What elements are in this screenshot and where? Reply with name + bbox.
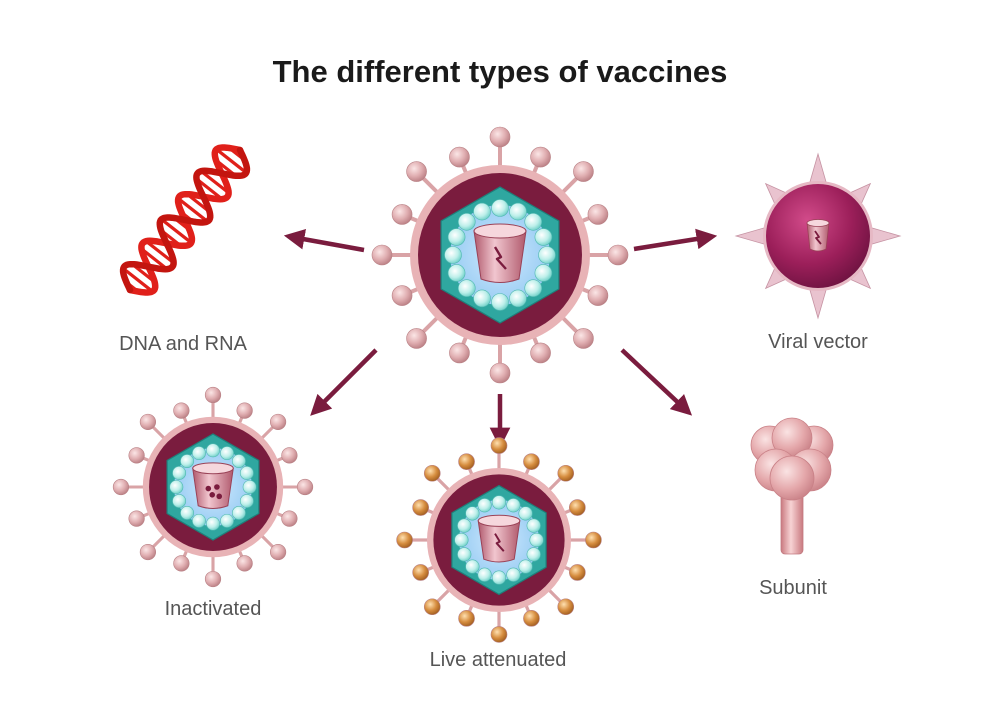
diagram-title: The different types of vaccines [273, 54, 728, 89]
label-dna-and-rna: DNA and RNA [119, 333, 247, 355]
arrows [283, 228, 718, 449]
label-live-attenuated: Live attenuated [430, 649, 567, 671]
label-inactivated: Inactivated [165, 598, 262, 620]
arrow-to-viral-vector [633, 228, 718, 252]
arrow-to-subunit [620, 348, 693, 416]
label-subunit: Subunit [759, 577, 827, 599]
viral-vector-icon [734, 152, 902, 320]
inactivated-virus-icon [112, 386, 314, 588]
arrow-to-inactivated [310, 348, 378, 416]
arrow-to-dna-and-rna [283, 229, 365, 253]
label-viral-vector: Viral vector [768, 331, 868, 353]
live-attenuated-virus-icon [396, 437, 602, 643]
protein-subunit-icon [750, 417, 834, 555]
virus-icon [371, 126, 629, 384]
dna-helix-icon [119, 144, 251, 296]
